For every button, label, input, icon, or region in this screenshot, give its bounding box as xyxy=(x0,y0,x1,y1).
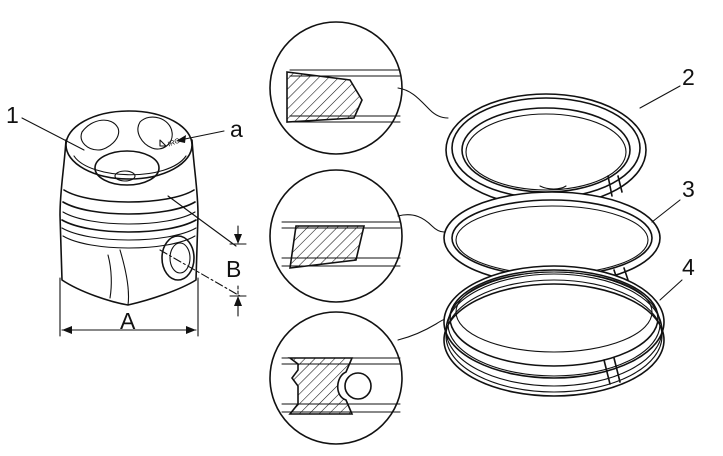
ring-groove-3 xyxy=(61,219,197,233)
label-4: 4 xyxy=(682,254,695,280)
label-2: 2 xyxy=(682,64,695,90)
ring-groove-2 xyxy=(62,201,196,215)
leader-a xyxy=(179,130,225,141)
leader-a-arrow xyxy=(176,135,186,143)
leader-4 xyxy=(659,279,683,301)
label-a: a xyxy=(230,116,243,142)
ring-2 xyxy=(445,93,647,207)
leader-3 xyxy=(651,199,681,223)
ring-groove-1 xyxy=(63,189,195,203)
detail-top-ring-section xyxy=(269,21,449,155)
dimension-a xyxy=(59,277,199,337)
piston-bowl xyxy=(94,150,160,186)
leader-b-ref xyxy=(167,195,237,247)
label-b: B xyxy=(226,256,242,282)
leader-2 xyxy=(639,85,681,109)
label-a-dimension: A xyxy=(120,308,136,334)
detail-oil-ring-section xyxy=(269,311,451,445)
piston: IRO xyxy=(59,110,199,306)
piston-pin-bore xyxy=(161,235,195,281)
crown-marking-text: IRO xyxy=(167,137,182,148)
ring-4 xyxy=(443,265,665,397)
label-3: 3 xyxy=(682,176,695,202)
crown-marking: IRO xyxy=(159,137,182,148)
leader-1 xyxy=(21,117,85,151)
label-1: 1 xyxy=(6,102,19,128)
detail-second-ring-section xyxy=(269,169,445,303)
dimension-b xyxy=(159,225,247,317)
